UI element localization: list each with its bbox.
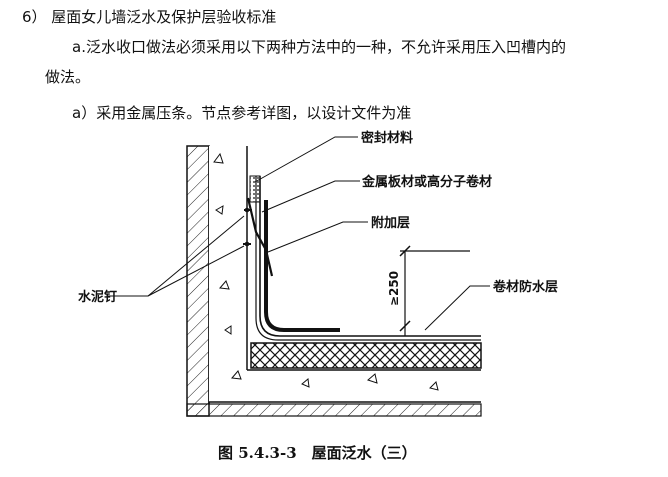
subsection-a: a）采用金属压条。节点参考详图，以设计文件为准 [72, 104, 412, 122]
label-metal-strip: 金属板材或高分子卷材 [361, 174, 492, 190]
label-extra-layer: 附加层 [371, 215, 410, 231]
paragraph-a-line2: 做法。 [45, 68, 91, 86]
roof-slab [186, 370, 482, 417]
figure-caption: 图 5.4.3-3 屋面泛水（三） [218, 444, 417, 462]
parapet-wall [186, 145, 210, 417]
sealant-and-strip [243, 175, 274, 277]
label-membrane: 卷材防水层 [493, 279, 558, 295]
label-sealant: 密封材料 [360, 130, 413, 146]
membrane-layers [255, 176, 481, 341]
paragraph-a-line1: a.泛水收口做法必须采用以下两种方法中的一种，不允许采用压入凹槽内的 [72, 38, 566, 56]
section-heading: 6） 屋面女儿墙泛水及保护层验收标准 [22, 8, 277, 26]
label-nail: 水泥钉 [78, 289, 117, 305]
dimension-250: ≥250 [387, 245, 470, 336]
concrete-wall [209, 146, 248, 402]
insulation-layer [250, 342, 482, 369]
dimension-label: ≥250 [387, 271, 401, 306]
leader-lines [108, 136, 490, 331]
